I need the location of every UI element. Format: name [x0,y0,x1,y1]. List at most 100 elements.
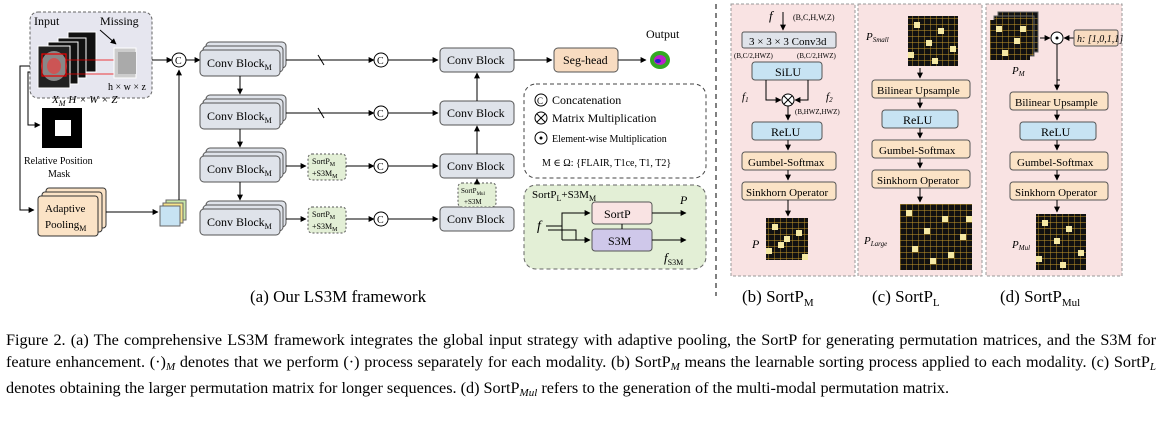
svg-text:C: C [377,215,384,226]
svg-text:PMul: PMul [1011,239,1030,252]
svg-text:S3M: S3M [608,234,632,248]
legend-m-def: M ∈ Ω: {FLAIR, T1ce, T1, T2} [542,158,671,169]
svg-text:Sinkhorn Operator: Sinkhorn Operator [746,187,829,199]
svg-text:C: C [377,109,384,120]
svg-text:f: f [769,8,775,23]
adaptive-pooling-block [37,195,99,237]
pooled-feature-cube [159,205,181,227]
svg-text:SortP: SortP [604,207,631,221]
mask-label: Mask [48,169,70,180]
gumbel-block-d [1009,151,1109,171]
sortp-s3m-box-2 [307,206,347,234]
svg-text:(B,HWZ,HWZ): (B,HWZ,HWZ) [795,108,840,116]
svg-text:SortPM: SortPM [312,210,336,221]
caption-paragraph: Figure 2. (a) The comprehensive LS3M fra… [6,331,1156,399]
svg-text:ReLU: ReLU [771,125,801,139]
svg-text:(b) SortPM: (b) SortPM [742,287,814,309]
conv-block-m-4 [199,208,281,236]
svg-text:Bilinear Upsample: Bilinear Upsample [1015,97,1098,109]
svg-text:Seg-head: Seg-head [563,53,608,67]
svg-text:Bilinear Upsample: Bilinear Upsample [877,85,960,97]
svg-text:+S3M: +S3M [464,198,482,206]
svg-text:Conv Block: Conv Block [447,106,505,120]
adaptive-label: Adaptive [45,203,85,215]
svg-text:+S3MM: +S3MM [312,222,338,233]
svg-text:(B,C/2,HWZ): (B,C/2,HWZ) [797,52,837,60]
svg-text:h: [1,0,1,1]: h: [1,0,1,1] [1077,34,1123,45]
panel-a-label: (a) Our LS3M framework [250,287,427,306]
sortp-s3m-detail-box [523,184,707,270]
panel-d: PM h: [1,0,1,1] Bilinear Upsample ReLU G… [985,3,1123,309]
svg-text:(B,C,H,W,Z): (B,C,H,W,Z) [793,13,835,22]
hwz-label: h × w × z [108,82,147,93]
svg-text:(B,C/2,HWZ): (B,C/2,HWZ) [734,52,774,60]
svg-text:(d) SortPMul: (d) SortPMul [1000,287,1080,309]
gumbel-block-c [871,139,971,159]
svg-text:P: P [679,193,688,207]
svg-text:Conv Block: Conv Block [447,212,505,226]
legend-concat: Concatenation [552,93,621,107]
h-vector-box [1073,29,1119,47]
output-label: Output [646,27,680,41]
sortp-mul-s3m-box [457,182,497,208]
svg-text:fS3M: fS3M [664,250,683,267]
gumbel-block-b [741,151,837,171]
svg-text:Sinkhorn Operator: Sinkhorn Operator [877,175,960,187]
panel-c: PSmall Bilinear Upsample ReLU Gumbel-Sof… [857,3,983,309]
svg-text:f: f [537,219,543,234]
svg-text:PLarge: PLarge [863,235,887,248]
svg-text:SiLU: SiLU [775,65,801,79]
svg-text:SortPMul: SortPMul [461,187,486,197]
sinkhorn-block-b [741,181,837,201]
svg-text:Conv BlockM: Conv BlockM [207,56,272,72]
bilinear-block-d [1009,91,1109,111]
svg-text:PSmall: PSmall [865,31,889,44]
sinkhorn-block-c [871,169,971,189]
svg-text:Sinkhorn Operator: Sinkhorn Operator [1015,187,1098,199]
svg-text:Conv BlockM: Conv BlockM [207,215,272,231]
svg-text:C: C [377,162,384,173]
svg-text:Conv Block: Conv Block [447,53,505,67]
missing-label: Missing [100,14,139,28]
output-segmentation [650,51,670,69]
svg-text:3 × 3 × 3 Conv3d: 3 × 3 × 3 Conv3d [749,36,827,48]
svg-text:f1: f1 [742,91,749,104]
mri-stack [37,29,137,89]
svg-text:C: C [377,56,384,67]
svg-text:Conv BlockM: Conv BlockM [207,162,272,178]
svg-text:PM: PM [1011,65,1026,78]
legend-box [523,83,707,179]
svg-text:SortPL+S3MM: SortPL+S3MM [532,189,596,203]
sortp-s3m-box-1 [307,153,347,181]
bilinear-block-c [871,79,971,99]
panel-b: f (B,C,H,W,Z) 3 × 3 × 3 Conv3d (B,C/2,HW… [730,3,856,309]
svg-text:Gumbel-Softmax: Gumbel-Softmax [1017,157,1094,169]
decoder-column: Conv Block Conv Block Conv Block Conv Bl… [439,47,515,232]
legend-elem: Element-wise Multiplication [552,134,667,145]
svg-text:Conv BlockM: Conv BlockM [207,109,272,125]
svg-text:SortPM: SortPM [312,157,336,168]
concat-glyph: C [175,56,182,67]
relu-block-d [1019,121,1097,141]
rel-pos-label: Relative Position [24,156,93,167]
conv3d-block [741,31,837,49]
pooling-label: PoolingM [45,219,86,233]
legend-matmul: Matrix Multiplication [552,111,656,125]
sinkhorn-block-d [1009,181,1109,201]
svg-text:C: C [537,96,543,106]
svg-text:(c) SortPL: (c) SortPL [872,287,940,309]
relu-block-b [751,121,823,141]
concat-column: C C C C [373,52,439,227]
figure-caption: Figure 2. (a) The comprehensive LS3M fra… [6,330,1156,405]
svg-text:Gumbel-Softmax: Gumbel-Softmax [879,145,956,157]
svg-text:f2: f2 [826,91,833,104]
encoder-column: Conv BlockM Conv BlockM Conv BlockM Conv… [199,41,287,236]
svg-text:+S3MM: +S3MM [312,169,338,180]
silu-block [751,61,823,81]
svg-text:P: P [751,237,760,251]
svg-text:ReLU: ReLU [903,113,933,127]
input-label: Input [34,14,60,28]
svg-text:Conv Block: Conv Block [447,159,505,173]
